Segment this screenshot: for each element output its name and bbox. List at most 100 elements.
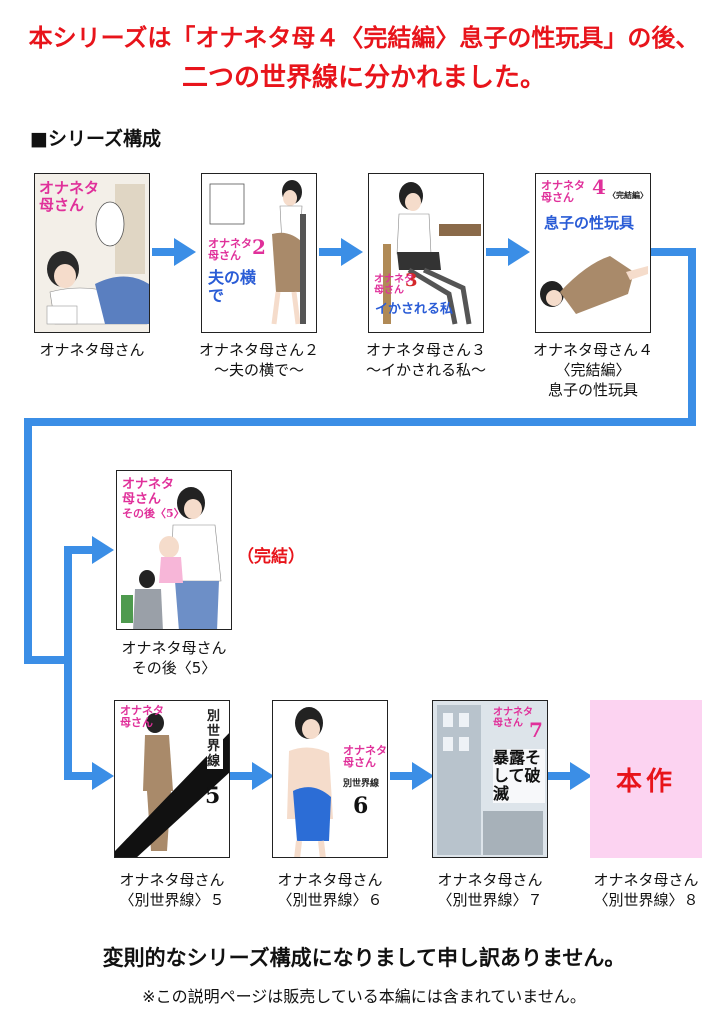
cover-book-1: オナネタ 母さん: [34, 173, 150, 333]
connector-right-vertical: [688, 248, 696, 426]
cover-illustration-betsu-5: [115, 701, 229, 857]
branch-up-head: [92, 536, 114, 564]
caption-book-2-line-2: ～夫の横で～: [213, 361, 304, 379]
cover-title-sonogo-line-2: 母さん: [122, 492, 162, 507]
caption-book-betsu-6-line-1: オナネタ母さん: [277, 871, 383, 889]
caption-book-betsu-5-line-2: 〈別世界線〉５: [119, 891, 225, 909]
arrow-shaft-2-3: [319, 248, 343, 256]
caption-book-betsu-7-line-1: オナネタ母さん: [437, 871, 543, 889]
caption-book-4: オナネタ母さん４ 〈完結編〉 息子の性玩具: [513, 340, 673, 400]
caption-book-2-line-1: オナネタ母さん２: [198, 341, 319, 359]
cover-title-4-line-2: 母さん: [541, 191, 574, 204]
cover-title-4: オナネタ 母さん: [541, 180, 585, 204]
completed-label: （完結）: [237, 547, 305, 567]
cover-subtitle-4: 息子の性玩具: [544, 214, 635, 232]
cover-number-3: 3: [405, 270, 418, 291]
caption-book-honsaku: オナネタ母さん 〈別世界線〉８: [566, 870, 726, 910]
cover-book-sonogo: オナネタ 母さん その後〈5〉: [116, 470, 232, 630]
caption-book-1-line-1: オナネタ母さん: [39, 341, 145, 359]
cover-title-3-line-2: 母さん: [374, 285, 404, 296]
cover-title-betsu-6-line-1: オナネタ: [343, 744, 387, 757]
cover-title-betsu-5-line-2: 母さん: [120, 716, 153, 729]
cover-illustration-2: [202, 174, 316, 332]
connector-top-horizontal: [24, 418, 696, 426]
caption-book-3-line-2: ～イかされる私～: [365, 361, 486, 379]
cover-book-betsu-6: オナネタ 母さん 別世界線 6: [272, 700, 388, 858]
branch-vertical: [64, 548, 72, 776]
cover-book-betsu-7: オナネタ 母さん 7 暴露そして破滅: [432, 700, 548, 858]
cover-illustration-3: [369, 174, 483, 332]
caption-book-3: オナネタ母さん３ ～イかされる私～: [346, 340, 506, 380]
arrow-shaft-7-8: [548, 772, 572, 780]
cover-illustration-betsu-6: [273, 701, 387, 857]
cover-title-2: オナネタ 母さん: [208, 238, 252, 262]
cover-subtitle-sonogo: その後〈5〉: [122, 507, 185, 520]
caption-book-2: オナネタ母さん２ ～夫の横で～: [179, 340, 339, 380]
arrow-head-2-3: [341, 238, 363, 266]
caption-book-betsu-7-line-2: 〈別世界線〉７: [437, 891, 543, 909]
cover-subtitle-betsu-5: 別世界線: [207, 709, 223, 769]
caption-book-1: オナネタ母さん: [12, 340, 172, 360]
connector-right-horizontal: [650, 248, 696, 256]
headline-line-2: 二つの世界線に分かれました。: [181, 63, 546, 93]
honsaku-label: 本作: [615, 766, 676, 797]
caption-book-sonogo-line-1: オナネタ母さん: [121, 639, 227, 657]
cover-illustration-sonogo: [117, 471, 231, 629]
cover-title-4-line-1: オナネタ: [541, 179, 585, 192]
cover-number-betsu-5: 5: [205, 783, 221, 809]
branch-down-shaft: [64, 772, 94, 780]
connector-left-vertical: [24, 418, 32, 664]
arrow-head-1-2: [174, 238, 196, 266]
caption-book-4-line-2: 〈完結編〉: [555, 361, 631, 379]
caption-book-sonogo-line-2: その後〈5〉: [131, 659, 217, 677]
cover-title-sonogo: オナネタ 母さん: [122, 477, 174, 507]
caption-book-betsu-6: オナネタ母さん 〈別世界線〉６: [250, 870, 410, 910]
caption-book-4-line-3: 息子の性玩具: [547, 381, 638, 399]
section-title: ■シリーズ構成: [30, 128, 162, 150]
cover-title-1: オナネタ 母さん: [39, 180, 99, 214]
cover-book-4: オナネタ 母さん 4 〈完結編〉 息子の性玩具: [535, 173, 651, 333]
cover-number-2: 2: [252, 235, 266, 259]
cover-edition-4: 〈完結編〉: [608, 190, 648, 200]
footer-note: ※この説明ページは販売している本編には含まれていません。: [142, 987, 586, 1006]
caption-book-betsu-5-line-1: オナネタ母さん: [119, 871, 225, 889]
cover-number-4: 4: [592, 175, 606, 199]
branch-up-shaft: [64, 546, 94, 554]
arrow-head-6-7: [412, 762, 434, 790]
cover-subtitle-betsu-7: 暴露そして破滅: [493, 749, 545, 803]
cover-book-betsu-5: オナネタ 母さん 別世界線 5: [114, 700, 230, 858]
arrow-head-5-6: [252, 762, 274, 790]
footer-apology: 変則的なシリーズ構成になりまして申し訳ありません。: [102, 946, 626, 970]
branch-down-head: [92, 762, 114, 790]
cover-number-betsu-6: 6: [353, 793, 369, 819]
cover-title-betsu-7-line-1: オナネタ: [493, 707, 533, 718]
caption-book-3-line-1: オナネタ母さん３: [365, 341, 486, 359]
arrow-head-7-8: [570, 762, 592, 790]
cover-title-betsu-5: オナネタ 母さん: [120, 705, 164, 729]
cover-title-betsu-5-line-1: オナネタ: [120, 704, 164, 717]
cover-title-2-line-1: オナネタ: [208, 237, 252, 250]
cover-title-2-line-2: 母さん: [208, 249, 241, 262]
cover-book-honsaku: 本作: [590, 700, 702, 858]
cover-book-3: オナネタ 母さん 3 イかされる私: [368, 173, 484, 333]
caption-book-betsu-6-line-2: 〈別世界線〉６: [277, 891, 383, 909]
caption-book-honsaku-line-1: オナネタ母さん: [593, 871, 699, 889]
caption-book-betsu-5: オナネタ母さん 〈別世界線〉５: [92, 870, 252, 910]
caption-book-betsu-7: オナネタ母さん 〈別世界線〉７: [410, 870, 570, 910]
arrow-shaft-1-2: [152, 248, 176, 256]
cover-book-2: オナネタ 母さん 2 夫の横で: [201, 173, 317, 333]
cover-title-sonogo-line-1: オナネタ: [122, 477, 175, 492]
cover-number-betsu-7: 7: [529, 718, 543, 742]
arrow-shaft-3-4: [486, 248, 510, 256]
cover-illustration-4: [536, 174, 650, 332]
caption-book-sonogo: オナネタ母さん その後〈5〉: [94, 638, 254, 678]
caption-book-4-line-1: オナネタ母さん４: [532, 341, 653, 359]
cover-subtitle-3: イかされる私: [375, 302, 454, 317]
cover-illustration-1: [35, 174, 149, 332]
arrow-shaft-6-7: [390, 772, 414, 780]
cover-title-3: オナネタ 母さん: [374, 274, 414, 296]
arrow-shaft-5-6: [230, 772, 254, 780]
caption-book-honsaku-line-2: 〈別世界線〉８: [593, 891, 699, 909]
cover-subtitle-2: 夫の横で: [208, 268, 257, 305]
